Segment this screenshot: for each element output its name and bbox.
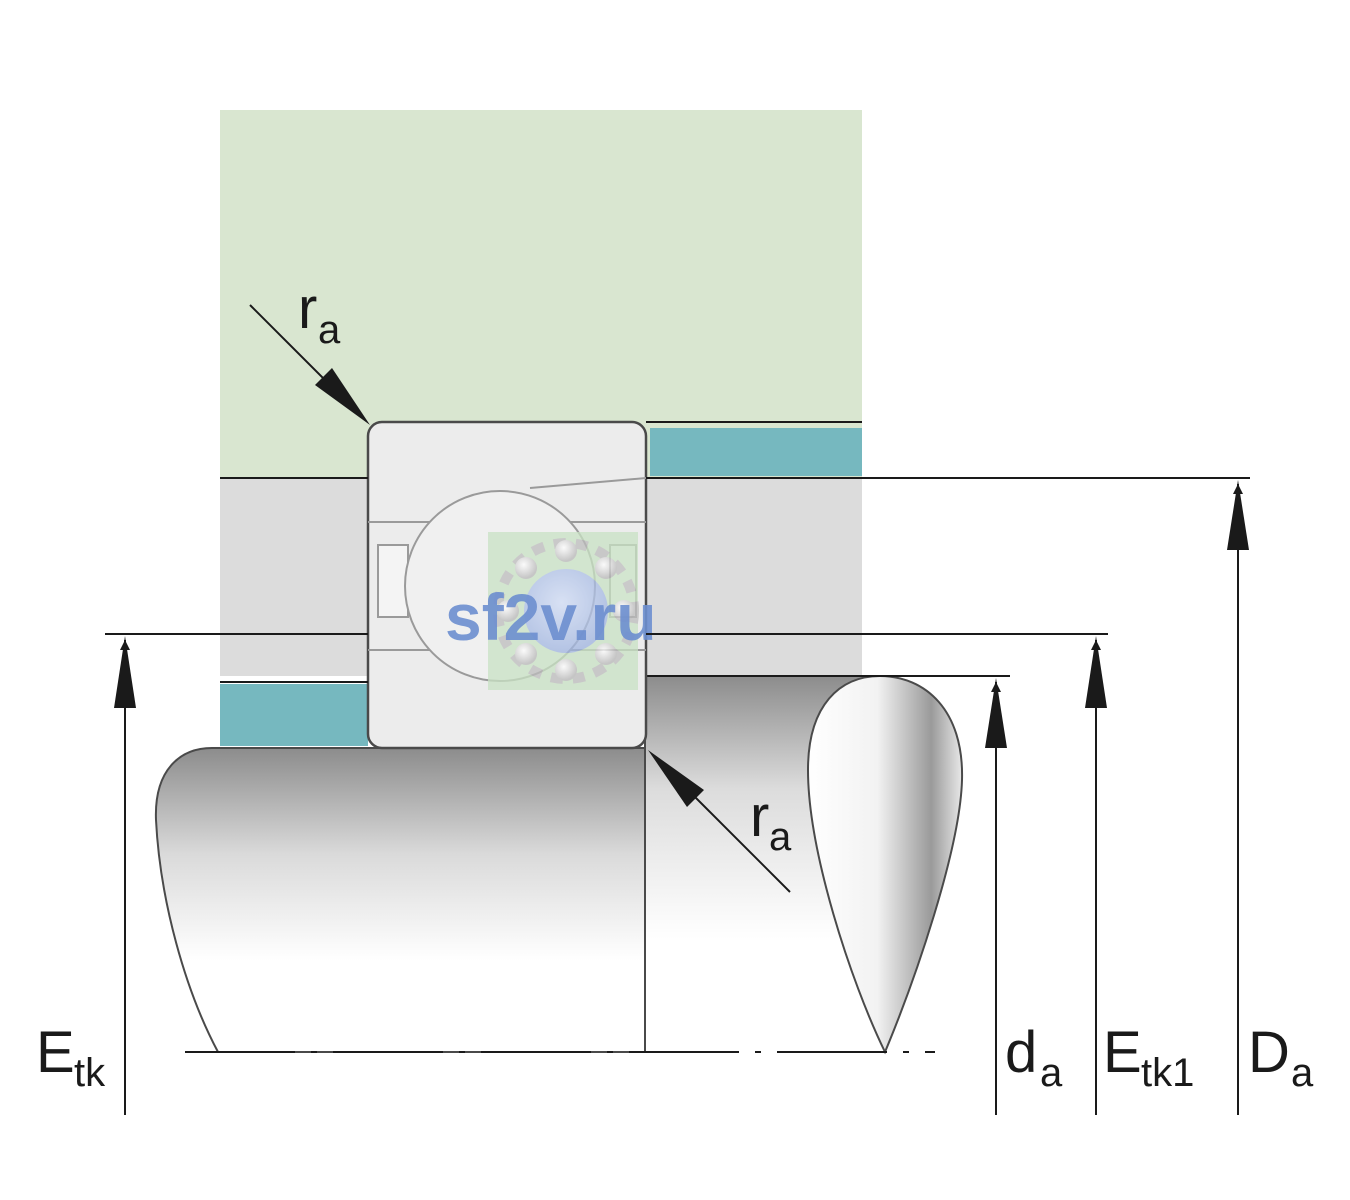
- svg-text:tk: tk: [74, 1051, 106, 1095]
- housing: [220, 110, 862, 478]
- svg-text:a: a: [1040, 1051, 1063, 1095]
- label-etk: E tk: [36, 1020, 106, 1095]
- shaft-left: [154, 747, 646, 1053]
- radius-arrow-bottom: [648, 750, 704, 807]
- label-ra-bottom: r a: [750, 784, 792, 859]
- label-Da: D a: [1248, 1020, 1314, 1095]
- svg-text:D: D: [1248, 1020, 1290, 1085]
- svg-text:r: r: [750, 784, 769, 849]
- dimension-arrowheads: [114, 480, 1249, 748]
- radius-arrow-top: [315, 368, 370, 425]
- svg-text:tk1: tk1: [1141, 1051, 1194, 1095]
- svg-text:a: a: [318, 308, 341, 352]
- svg-text:r: r: [298, 276, 317, 341]
- label-da: d a: [1005, 1020, 1063, 1095]
- watermark-logo: [488, 532, 639, 690]
- svg-text:E: E: [1103, 1020, 1142, 1085]
- watermark-text: sf2v.ru: [445, 580, 657, 654]
- label-ra-top: r a: [298, 276, 341, 352]
- svg-text:a: a: [769, 815, 792, 859]
- svg-text:a: a: [1291, 1051, 1314, 1095]
- svg-text:d: d: [1005, 1020, 1037, 1085]
- section-lines: [105, 421, 1250, 683]
- seal-right: [650, 428, 862, 476]
- svg-text:E: E: [36, 1020, 75, 1085]
- seal-left: [220, 684, 368, 746]
- label-etk1: E tk1: [1103, 1020, 1194, 1095]
